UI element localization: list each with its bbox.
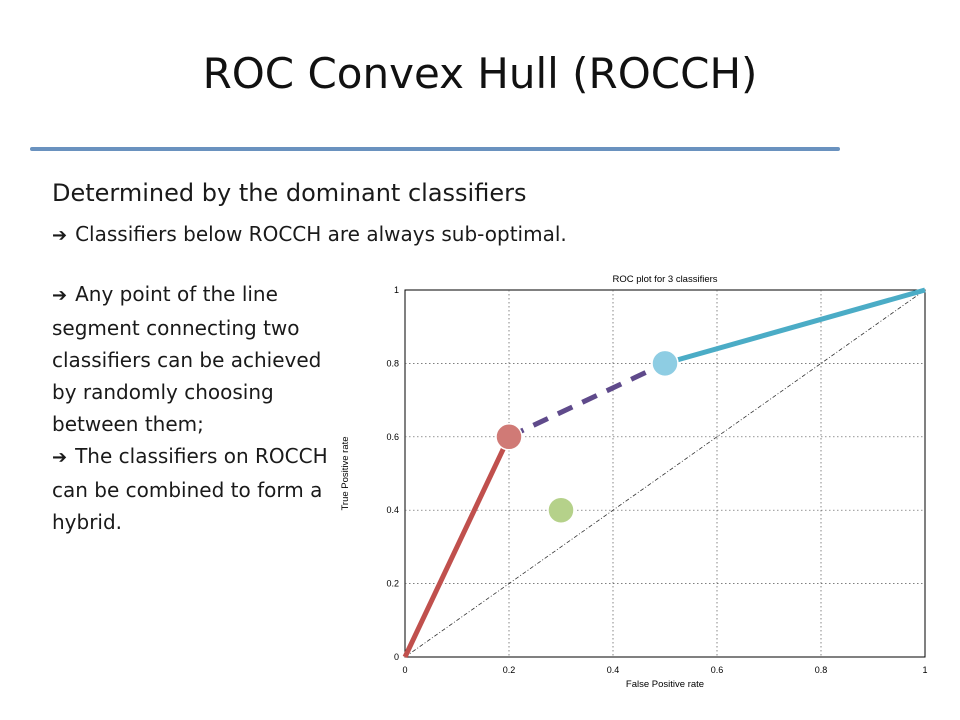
- right-arrow-icon: ➔: [52, 447, 68, 468]
- right-arrow-icon: ➔: [52, 225, 68, 246]
- classifier-point-1: [495, 423, 523, 451]
- side-text: ➔Any point of the line segment connectin…: [52, 278, 352, 538]
- x-tick-label: 0.6: [711, 665, 724, 675]
- x-tick-label: 0.8: [815, 665, 828, 675]
- point-1-text: Classifiers below ROCCH are always sub-o…: [75, 222, 567, 246]
- x-tick-label: 0.4: [607, 665, 620, 675]
- point-1: ➔ Classifiers below ROCCH are always sub-…: [52, 219, 567, 251]
- y-tick-label: 0: [394, 652, 399, 662]
- para-a-text: Any point of the line segment connecting…: [52, 282, 322, 436]
- x-axis-label: False Positive rate: [626, 679, 704, 690]
- roc-chart-svg: 0 0.2 0.4 0.6 0.8 1 0 0.2 0.4 0.6 0.8 1 ROC plot for…: [340, 274, 928, 690]
- title-divider: [30, 147, 840, 151]
- hull-segment-1: [402, 435, 512, 659]
- y-tick-label: 0.6: [386, 432, 399, 442]
- hull-segment-2: [507, 361, 667, 440]
- x-tick-label: 0.2: [503, 665, 516, 675]
- hull-segment-3: [664, 287, 926, 366]
- y-axis-label: True Positive rate: [340, 436, 351, 510]
- classifier-point-3: [547, 496, 575, 524]
- chart-title: ROC plot for 3 classifiers: [612, 274, 717, 285]
- y-tick-label: 1: [394, 285, 399, 295]
- right-arrow-icon: ➔: [52, 285, 68, 306]
- y-tick-label: 0.8: [386, 358, 399, 368]
- roc-chart: 0 0.2 0.4 0.6 0.8 1 0 0.2 0.4 0.6 0.8 1 ROC plot for…: [330, 265, 950, 690]
- x-tick-label: 0: [402, 665, 407, 675]
- slide-title: ROC Convex Hull (ROCCH): [202, 49, 758, 98]
- x-tick-label: 1: [922, 665, 927, 675]
- classifier-point-2: [651, 349, 679, 378]
- y-tick-label: 0.2: [386, 579, 399, 589]
- lead-text: Determined by the dominant classifiers: [52, 179, 527, 207]
- para-b-text: The classifiers on ROCCH can be combined…: [52, 444, 328, 534]
- y-tick-label: 0.4: [386, 505, 399, 515]
- diagonal-reference-line: [404, 289, 926, 658]
